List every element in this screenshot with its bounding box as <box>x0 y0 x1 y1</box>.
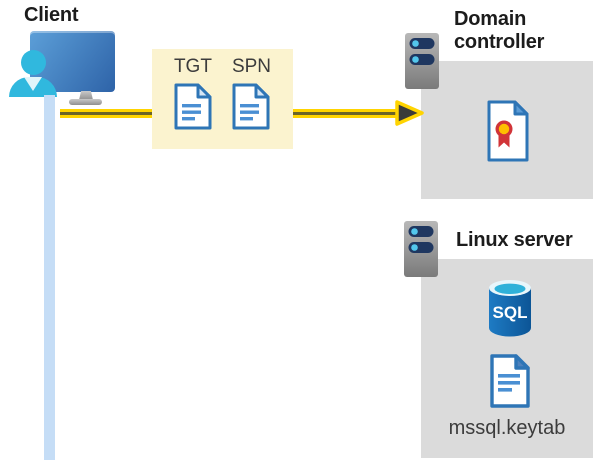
auth-request-arrowhead-icon <box>395 100 424 126</box>
monitor-stand-base <box>69 99 102 105</box>
person-collar <box>24 77 42 91</box>
sql-text: SQL <box>493 303 528 322</box>
domain-controller-server-icon <box>405 33 439 89</box>
spn-token: SPN <box>232 57 271 149</box>
linux-server-label: Linux server <box>456 229 573 251</box>
client-lifeline <box>44 95 55 460</box>
monitor-stand-neck <box>79 91 93 100</box>
tgt-token: TGT <box>174 57 212 149</box>
linux-server-icon <box>404 221 438 277</box>
keytab-filename: mssql.keytab <box>448 417 566 439</box>
keytab-document-icon <box>490 354 530 408</box>
spn-document-icon <box>232 83 270 130</box>
certificate-icon <box>487 100 529 162</box>
tgt-label: TGT <box>173 56 212 77</box>
spn-label: SPN <box>231 56 272 77</box>
client-label: Client <box>24 4 79 26</box>
person-icon <box>21 50 46 75</box>
domain-controller-label: Domain controller <box>454 8 545 53</box>
sql-database-icon: SQL <box>489 280 531 337</box>
ticket-box: TGT SPN <box>152 49 293 149</box>
tgt-document-icon <box>174 83 212 130</box>
